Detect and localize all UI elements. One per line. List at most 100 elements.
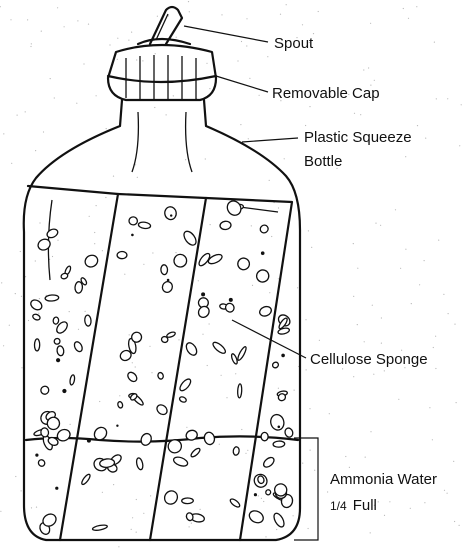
speckle-dot [155, 53, 156, 54]
speckle-dot [136, 59, 137, 60]
speckle-dot [142, 60, 143, 61]
speckle-dot [200, 509, 201, 510]
speckle-dot [424, 260, 425, 261]
speckle-dot [245, 453, 246, 454]
speckle-dot [143, 264, 144, 265]
speckle-dot [132, 362, 133, 363]
speckle-dot [384, 515, 385, 516]
speckle-dot [436, 98, 437, 99]
sponge-pore [34, 339, 39, 351]
sponge-pore [36, 237, 52, 252]
sponge-pore-dot [201, 292, 205, 296]
speckle-dot [0, 511, 1, 512]
speckle-dot [35, 150, 36, 151]
speckle-dot [311, 247, 312, 248]
speckle-dot [209, 88, 210, 89]
speckle-dot [395, 209, 396, 210]
speckle-dot [83, 63, 84, 64]
speckle-dot [52, 256, 53, 257]
sponge-pore [139, 432, 153, 447]
speckle-dot [416, 6, 417, 7]
speckle-dot [3, 133, 4, 134]
speckle-dot [453, 461, 454, 462]
speckle-dot [424, 502, 425, 503]
speckle-dot [435, 336, 436, 337]
speckle-dot [363, 69, 364, 70]
speckle-dot [309, 408, 310, 409]
speckle-dot [294, 390, 295, 391]
speckle-dot [166, 114, 167, 115]
sponge-pore [211, 340, 227, 355]
sponge-pore [155, 403, 169, 417]
sponge-pore [164, 206, 177, 220]
sponge-pore [161, 280, 174, 294]
speckle-dot [302, 24, 303, 25]
sponge-pore [247, 509, 265, 526]
sponge-pore [117, 251, 127, 258]
speckle-dot [370, 431, 371, 432]
speckle-dot [252, 285, 253, 286]
sponge-pore [178, 377, 192, 392]
sponge-pore [53, 317, 59, 325]
speckle-dot [189, 526, 190, 527]
speckle-dot [417, 125, 418, 126]
speckle-dot [186, 427, 187, 428]
sponge-pore-dot [131, 234, 134, 237]
speckle-dot [319, 340, 320, 341]
sponge-pore-dot [62, 389, 66, 393]
speckle-dot [435, 368, 436, 369]
speckle-dot [185, 159, 186, 160]
speckle-dot [31, 507, 32, 508]
speckle-dot [398, 399, 399, 400]
speckle-dot [443, 294, 444, 295]
sponge-pore [92, 524, 108, 531]
speckle-dot [76, 103, 77, 104]
speckle-dot [302, 463, 303, 464]
speckle-dot [237, 60, 238, 61]
removable-cap [108, 45, 216, 100]
speckle-dot [370, 532, 371, 533]
speckle-dot [10, 19, 11, 20]
speckle-dot [265, 536, 266, 537]
speckle-dot [151, 372, 152, 373]
speckle-dot [353, 296, 354, 297]
speckle-dot [94, 243, 95, 244]
cap-label: Removable Cap [272, 85, 380, 102]
speckle-dot [149, 346, 150, 347]
speckle-dot [1, 282, 2, 283]
speckle-dot [25, 111, 26, 112]
sponge-pore [46, 227, 59, 239]
speckle-dot [221, 14, 222, 15]
speckle-dot [251, 225, 252, 226]
speckle-dot [35, 260, 36, 261]
speckle-dot [248, 138, 249, 139]
speckle-dot [117, 38, 118, 39]
speckle-dot [15, 476, 16, 477]
speckle-dot [102, 250, 103, 251]
sponge-pore [271, 361, 279, 369]
speckle-dot [353, 243, 354, 244]
speckle-dot [381, 343, 382, 344]
speckle-dot [308, 230, 309, 231]
sponge-pore [255, 268, 271, 284]
speckle-dot [353, 376, 354, 377]
sponge-pore [225, 198, 244, 217]
speckle-dot [276, 529, 277, 530]
speckle-dot [378, 501, 379, 502]
sponge-pore [233, 446, 240, 455]
sponge-pore [32, 313, 41, 321]
speckle-dot [259, 95, 260, 96]
sponge-pore [284, 427, 294, 438]
speckle-dot [136, 532, 137, 533]
speckle-dot [20, 251, 21, 252]
speckle-dot [434, 42, 435, 43]
speckle-dot [21, 490, 22, 491]
speckle-dot [444, 490, 445, 491]
speckle-dot [136, 499, 137, 500]
cellulose-sponges [28, 186, 292, 540]
speckle-dot [54, 97, 55, 98]
speckle-dot [102, 492, 103, 493]
speckle-dot [269, 180, 270, 181]
speckle-dot [135, 164, 136, 165]
speckle-dot [207, 365, 208, 366]
